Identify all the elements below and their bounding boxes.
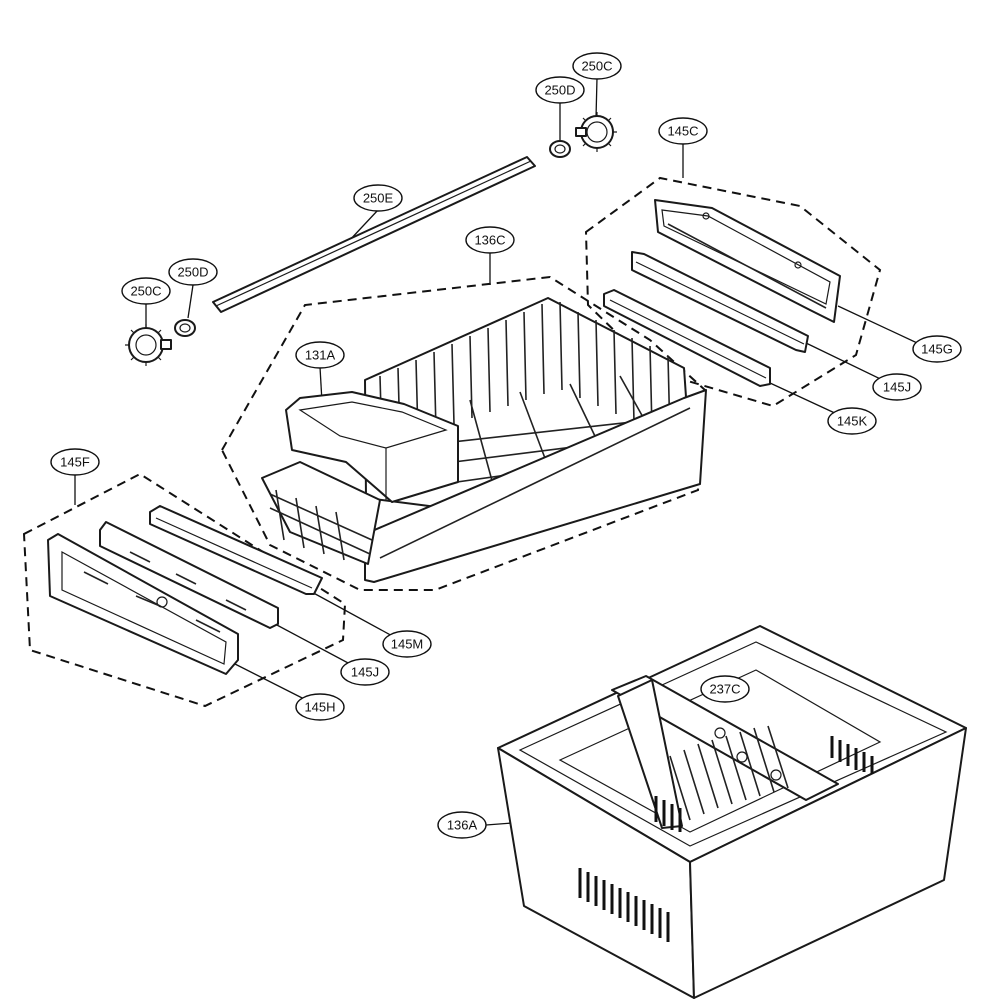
svg-text:250E: 250E	[363, 191, 394, 206]
svg-text:145C: 145C	[667, 124, 698, 139]
callout-145c: 145C	[658, 117, 708, 145]
rail-assembly-145f	[22, 472, 347, 708]
callout-145m: 145M	[382, 630, 432, 658]
callout-250c-left: 250C	[121, 277, 171, 305]
callout-145j-left: 145J	[340, 658, 390, 686]
svg-text:250D: 250D	[544, 83, 575, 98]
svg-text:131A: 131A	[305, 348, 336, 363]
svg-text:145G: 145G	[921, 342, 953, 357]
callout-131a: 131A	[295, 341, 345, 369]
svg-text:250C: 250C	[581, 59, 612, 74]
svg-text:145F: 145F	[60, 455, 90, 470]
callout-145j-right: 145J	[872, 373, 922, 401]
upper-drawer-136c	[220, 275, 707, 591]
callout-250d-left: 250D	[168, 258, 218, 286]
gear-250c-top	[575, 112, 617, 152]
callout-145g: 145G	[912, 335, 962, 363]
callout-145f: 145F	[50, 448, 100, 476]
rail-assembly-145c	[584, 176, 882, 408]
knob-250d-top	[549, 140, 571, 158]
svg-text:145J: 145J	[883, 380, 911, 395]
callout-145h: 145H	[295, 693, 345, 721]
svg-text:145M: 145M	[391, 637, 424, 652]
callouts: 250C 250D 145C 250E 136C 250C 250D 131A	[50, 52, 962, 839]
callout-237c: 237C	[700, 675, 750, 703]
svg-text:145J: 145J	[351, 665, 379, 680]
callout-250c-top: 250C	[572, 52, 622, 80]
callout-136a: 136A	[437, 811, 487, 839]
svg-text:250C: 250C	[130, 284, 161, 299]
svg-text:136C: 136C	[474, 233, 505, 248]
callout-136c: 136C	[465, 226, 515, 254]
callout-250e: 250E	[353, 184, 403, 212]
knob-250d-left	[174, 319, 196, 337]
gear-250c-left	[125, 324, 172, 366]
rod-250e	[212, 156, 536, 313]
callout-145k: 145K	[827, 407, 877, 435]
callout-250d-top: 250D	[535, 76, 585, 104]
lower-bin-136a	[497, 625, 967, 999]
svg-text:237C: 237C	[709, 682, 740, 697]
svg-text:250D: 250D	[177, 265, 208, 280]
svg-text:145H: 145H	[304, 700, 335, 715]
svg-text:145K: 145K	[837, 414, 868, 429]
svg-text:136A: 136A	[447, 818, 478, 833]
